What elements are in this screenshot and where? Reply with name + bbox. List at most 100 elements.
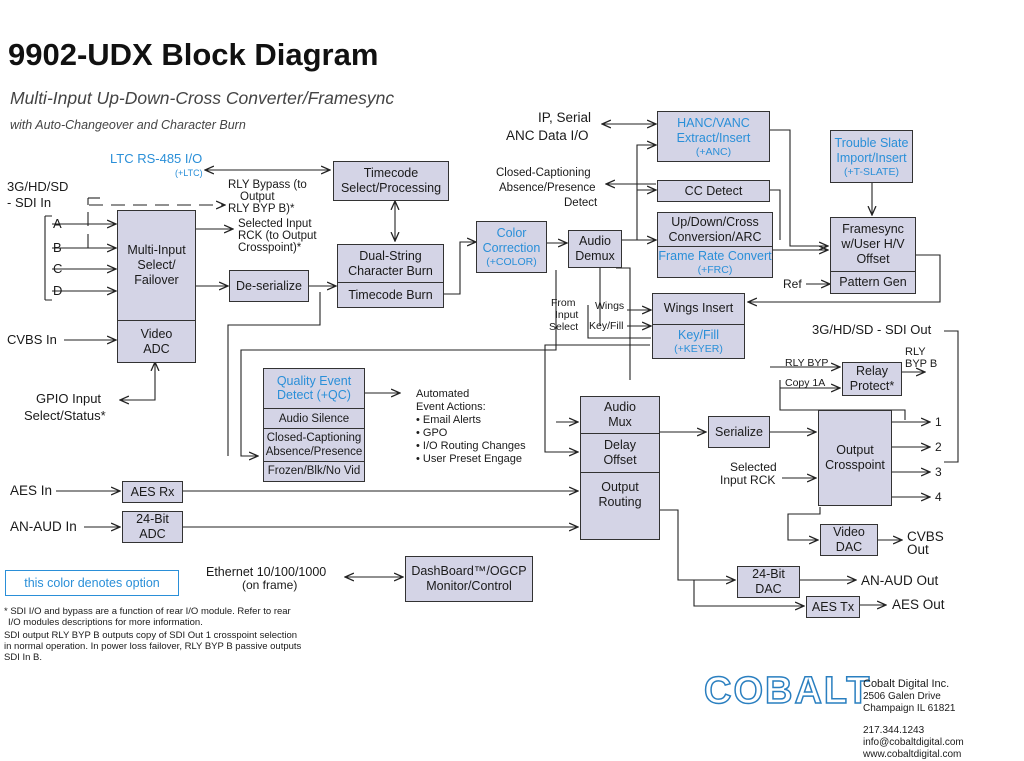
byp-b-label: BYP B — [905, 358, 938, 370]
sdi-in-label: 3G/HD/SD — [7, 179, 69, 194]
dashboard-block: DashBoard™/OGCP Monitor/Control — [405, 556, 533, 602]
framesync-line3: Offset — [856, 252, 890, 267]
quality-event-block: Quality Event Detect (+QC) Audio Silence… — [263, 368, 365, 482]
audio-demux-block: Audio Demux — [568, 230, 622, 268]
anaud-out-label: AN-AUD Out — [861, 573, 939, 588]
aes-tx-block: AES Tx — [806, 596, 860, 618]
relay-line2: Protect* — [849, 379, 895, 393]
frc-option: (+FRC) — [697, 263, 733, 276]
event-actions-label: Event Actions: — [416, 401, 486, 413]
input-b-label: B — [53, 240, 62, 255]
subtitle: Multi-Input Up-Down-Cross Converter/Fram… — [10, 88, 395, 108]
keyer-section: Key/Fill (+KEYER) — [653, 323, 744, 358]
color-corr-option: (+COLOR) — [486, 256, 537, 268]
gpo-label: • GPO — [416, 427, 448, 439]
hanc-option: (+ANC) — [695, 145, 732, 158]
video-adc-line2: ADC — [143, 341, 170, 356]
company-name: Cobalt Digital Inc. — [863, 678, 950, 690]
output-crosspoint-block: Output Crosspoint — [818, 410, 892, 506]
company-website[interactable]: www.cobaltdigital.com — [863, 749, 962, 760]
timecode-burn-section: Timecode Burn — [338, 282, 443, 307]
cvbs-out-label: CVBS — [907, 529, 944, 544]
aes-in-label: AES In — [10, 483, 53, 498]
keyer-option: (+KEYER) — [674, 342, 723, 355]
delay-offset-section: Delay Offset — [581, 433, 659, 472]
adc-24bit-block: 24-Bit ADC — [122, 511, 183, 543]
input-rck-label: Input RCK — [720, 473, 776, 487]
wings-label: Wings — [595, 300, 625, 312]
multi-input-line2: Select/ — [137, 258, 176, 273]
udc-block: Up/Down/Cross Conversion/ARC Frame Rate … — [657, 212, 773, 278]
input-c-label: C — [53, 261, 63, 276]
video-dac-line1: Video — [833, 525, 865, 539]
qc-audio-label: Audio Silence — [278, 412, 350, 425]
qc-cc-line1: Closed-Captioning — [266, 431, 362, 444]
cc-label-3: Detect — [564, 197, 598, 209]
audio-demux-line2: Demux — [575, 249, 615, 263]
selected-rck-label: Selected — [730, 460, 777, 474]
timecode-line2: Select/Processing — [340, 181, 442, 195]
cc-label-1: Closed-Captioning — [496, 167, 591, 179]
option-color-legend: this color denotes option — [5, 570, 179, 596]
wings-insert-block: Wings Insert Key/Fill (+KEYER) — [652, 293, 745, 359]
color-corr-line1: Color — [496, 226, 527, 240]
sdi-out-2-label: 2 — [935, 440, 942, 454]
sdi-out-3-label: 3 — [935, 465, 942, 479]
aes-rx-block: AES Rx — [122, 481, 183, 503]
input-label: Input — [555, 309, 579, 321]
copy-1a-label: Copy 1A — [785, 377, 826, 389]
trouble-line1: Trouble Slate — [834, 135, 909, 150]
relay-protect-block: Relay Protect* — [842, 362, 902, 396]
delay-line2: Offset — [603, 453, 637, 467]
rly-bypass-label: RLY Bypass (to — [228, 179, 307, 191]
dual-string-line1: Dual-String — [359, 248, 422, 263]
cc-detect-block: CC Detect — [657, 180, 770, 202]
multi-input-line3: Failover — [134, 273, 179, 288]
pattern-gen-section: Pattern Gen — [831, 271, 915, 293]
aes-out-label: AES Out — [892, 597, 945, 612]
qc-line2: Detect (+QC) — [277, 388, 351, 403]
serialize-label: Serialize — [715, 424, 763, 439]
qc-frozen-label: Frozen/Blk/No Vid — [267, 465, 361, 478]
rly-bypass-label-3: RLY BYP B)* — [228, 203, 295, 215]
input-d-label: D — [53, 283, 63, 298]
on-frame-label: (on frame) — [242, 578, 298, 592]
video-dac-block: Video DAC — [820, 524, 878, 556]
sdi-out-4-label: 4 — [935, 490, 942, 504]
video-adc-line1: Video — [140, 326, 173, 341]
hanc-vanc-block: HANC/VANC Extract/Insert (+ANC) — [657, 111, 770, 162]
ltc-label: LTC RS-485 I/O — [110, 151, 203, 166]
select-label: Select — [549, 321, 579, 333]
aes-rx-label: AES Rx — [130, 484, 175, 499]
company-email[interactable]: info@cobaltdigital.com — [863, 737, 964, 748]
subtitle-secondary: with Auto-Changeover and Character Burn — [10, 118, 246, 132]
hanc-line2: Extract/Insert — [676, 130, 751, 145]
qc-cc-line2: Absence/Presence — [265, 445, 363, 458]
pattern-gen-label: Pattern Gen — [839, 275, 907, 290]
footnote-line1: * SDI I/O and bypass are a function of r… — [4, 606, 291, 617]
crosspoint-line2: Crosspoint — [825, 458, 885, 472]
wings-insert-label: Wings Insert — [663, 301, 734, 316]
legend-label: this color denotes option — [24, 576, 160, 590]
cc-label-2: Absence/Presence — [499, 182, 596, 194]
company-address-2: Champaign IL 61821 — [863, 703, 956, 714]
video-dac-line2: DAC — [835, 540, 863, 554]
trouble-option: (+T-SLATE) — [844, 165, 899, 178]
rly-bypass-label-2: Output — [240, 191, 275, 203]
multi-input-line1: Multi-Input — [127, 243, 186, 258]
trouble-line2: Import/Insert — [836, 150, 907, 165]
anc-data-label: ANC Data I/O — [506, 128, 589, 143]
color-correction-block: Color Correction (+COLOR) — [476, 221, 547, 273]
framesync-line1: Framesync — [842, 222, 904, 237]
from-label: From — [551, 297, 576, 309]
hanc-line1: HANC/VANC — [677, 115, 750, 130]
dac-24bit-block: 24-Bit DAC — [737, 566, 800, 598]
serialize-block: Serialize — [708, 416, 770, 448]
input-a-label: A — [53, 216, 62, 231]
cc-detect-label: CC Detect — [684, 183, 743, 198]
output-routing-line1: Output — [601, 480, 639, 494]
timecode-line1: Timecode — [363, 166, 419, 180]
video-adc-section: Video ADC — [118, 320, 195, 362]
dac24-line1: 24-Bit — [752, 567, 785, 581]
anaud-in-label: AN-AUD In — [10, 519, 77, 534]
